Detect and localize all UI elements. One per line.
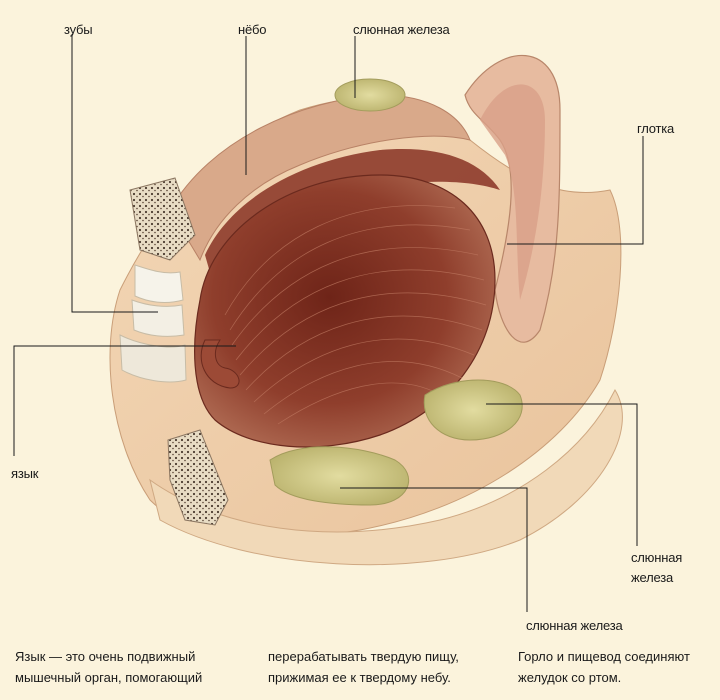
caption-col3-line1: Горло и пищевод соединяют <box>518 649 690 664</box>
palate-region <box>169 94 500 290</box>
leader-line-pharynx <box>507 136 644 245</box>
label-teeth: зубы <box>64 22 93 37</box>
pharynx-structure <box>464 55 561 343</box>
tongue <box>194 174 496 448</box>
caption-col1-line1: Язык — это очень подвижный <box>15 649 196 664</box>
label-salivary-gland-top: слюнная железа <box>353 22 450 37</box>
caption-col3-line2: желудок со ртом. <box>518 670 622 685</box>
teeth <box>119 264 187 383</box>
salivary-glands <box>269 78 523 506</box>
caption-col2-line1: перерабатывать твердую пищу, <box>268 649 459 664</box>
label-tongue: язык <box>11 466 39 481</box>
caption-column-3: Горло и пищевод соединяют желудок со рто… <box>518 646 690 688</box>
label-salivary-gland-bottom: слюнная железа <box>526 618 623 633</box>
label-salivary-gland-right-1: слюнная <box>631 550 683 565</box>
label-salivary-gland-right-2: железа <box>631 570 674 585</box>
label-palate: нёбо <box>238 22 267 37</box>
caption-col2-line2: прижимая ее к твердому небу. <box>268 670 451 685</box>
leader-line-tongue <box>13 345 236 456</box>
label-pharynx: глотка <box>637 121 675 136</box>
leader-line-salivary-right <box>486 403 638 546</box>
leader-line-salivary-bottom <box>340 487 528 612</box>
leader-lines <box>13 34 644 612</box>
caption-column-2: перерабатывать твердую пищу, прижимая ее… <box>268 646 459 688</box>
caption-col1-line2: мышечный орган, помогающий <box>15 670 203 685</box>
caption-column-1: Язык — это очень подвижный мышечный орга… <box>15 646 202 688</box>
jaw-bone <box>129 177 229 526</box>
leader-line-teeth <box>71 34 158 313</box>
